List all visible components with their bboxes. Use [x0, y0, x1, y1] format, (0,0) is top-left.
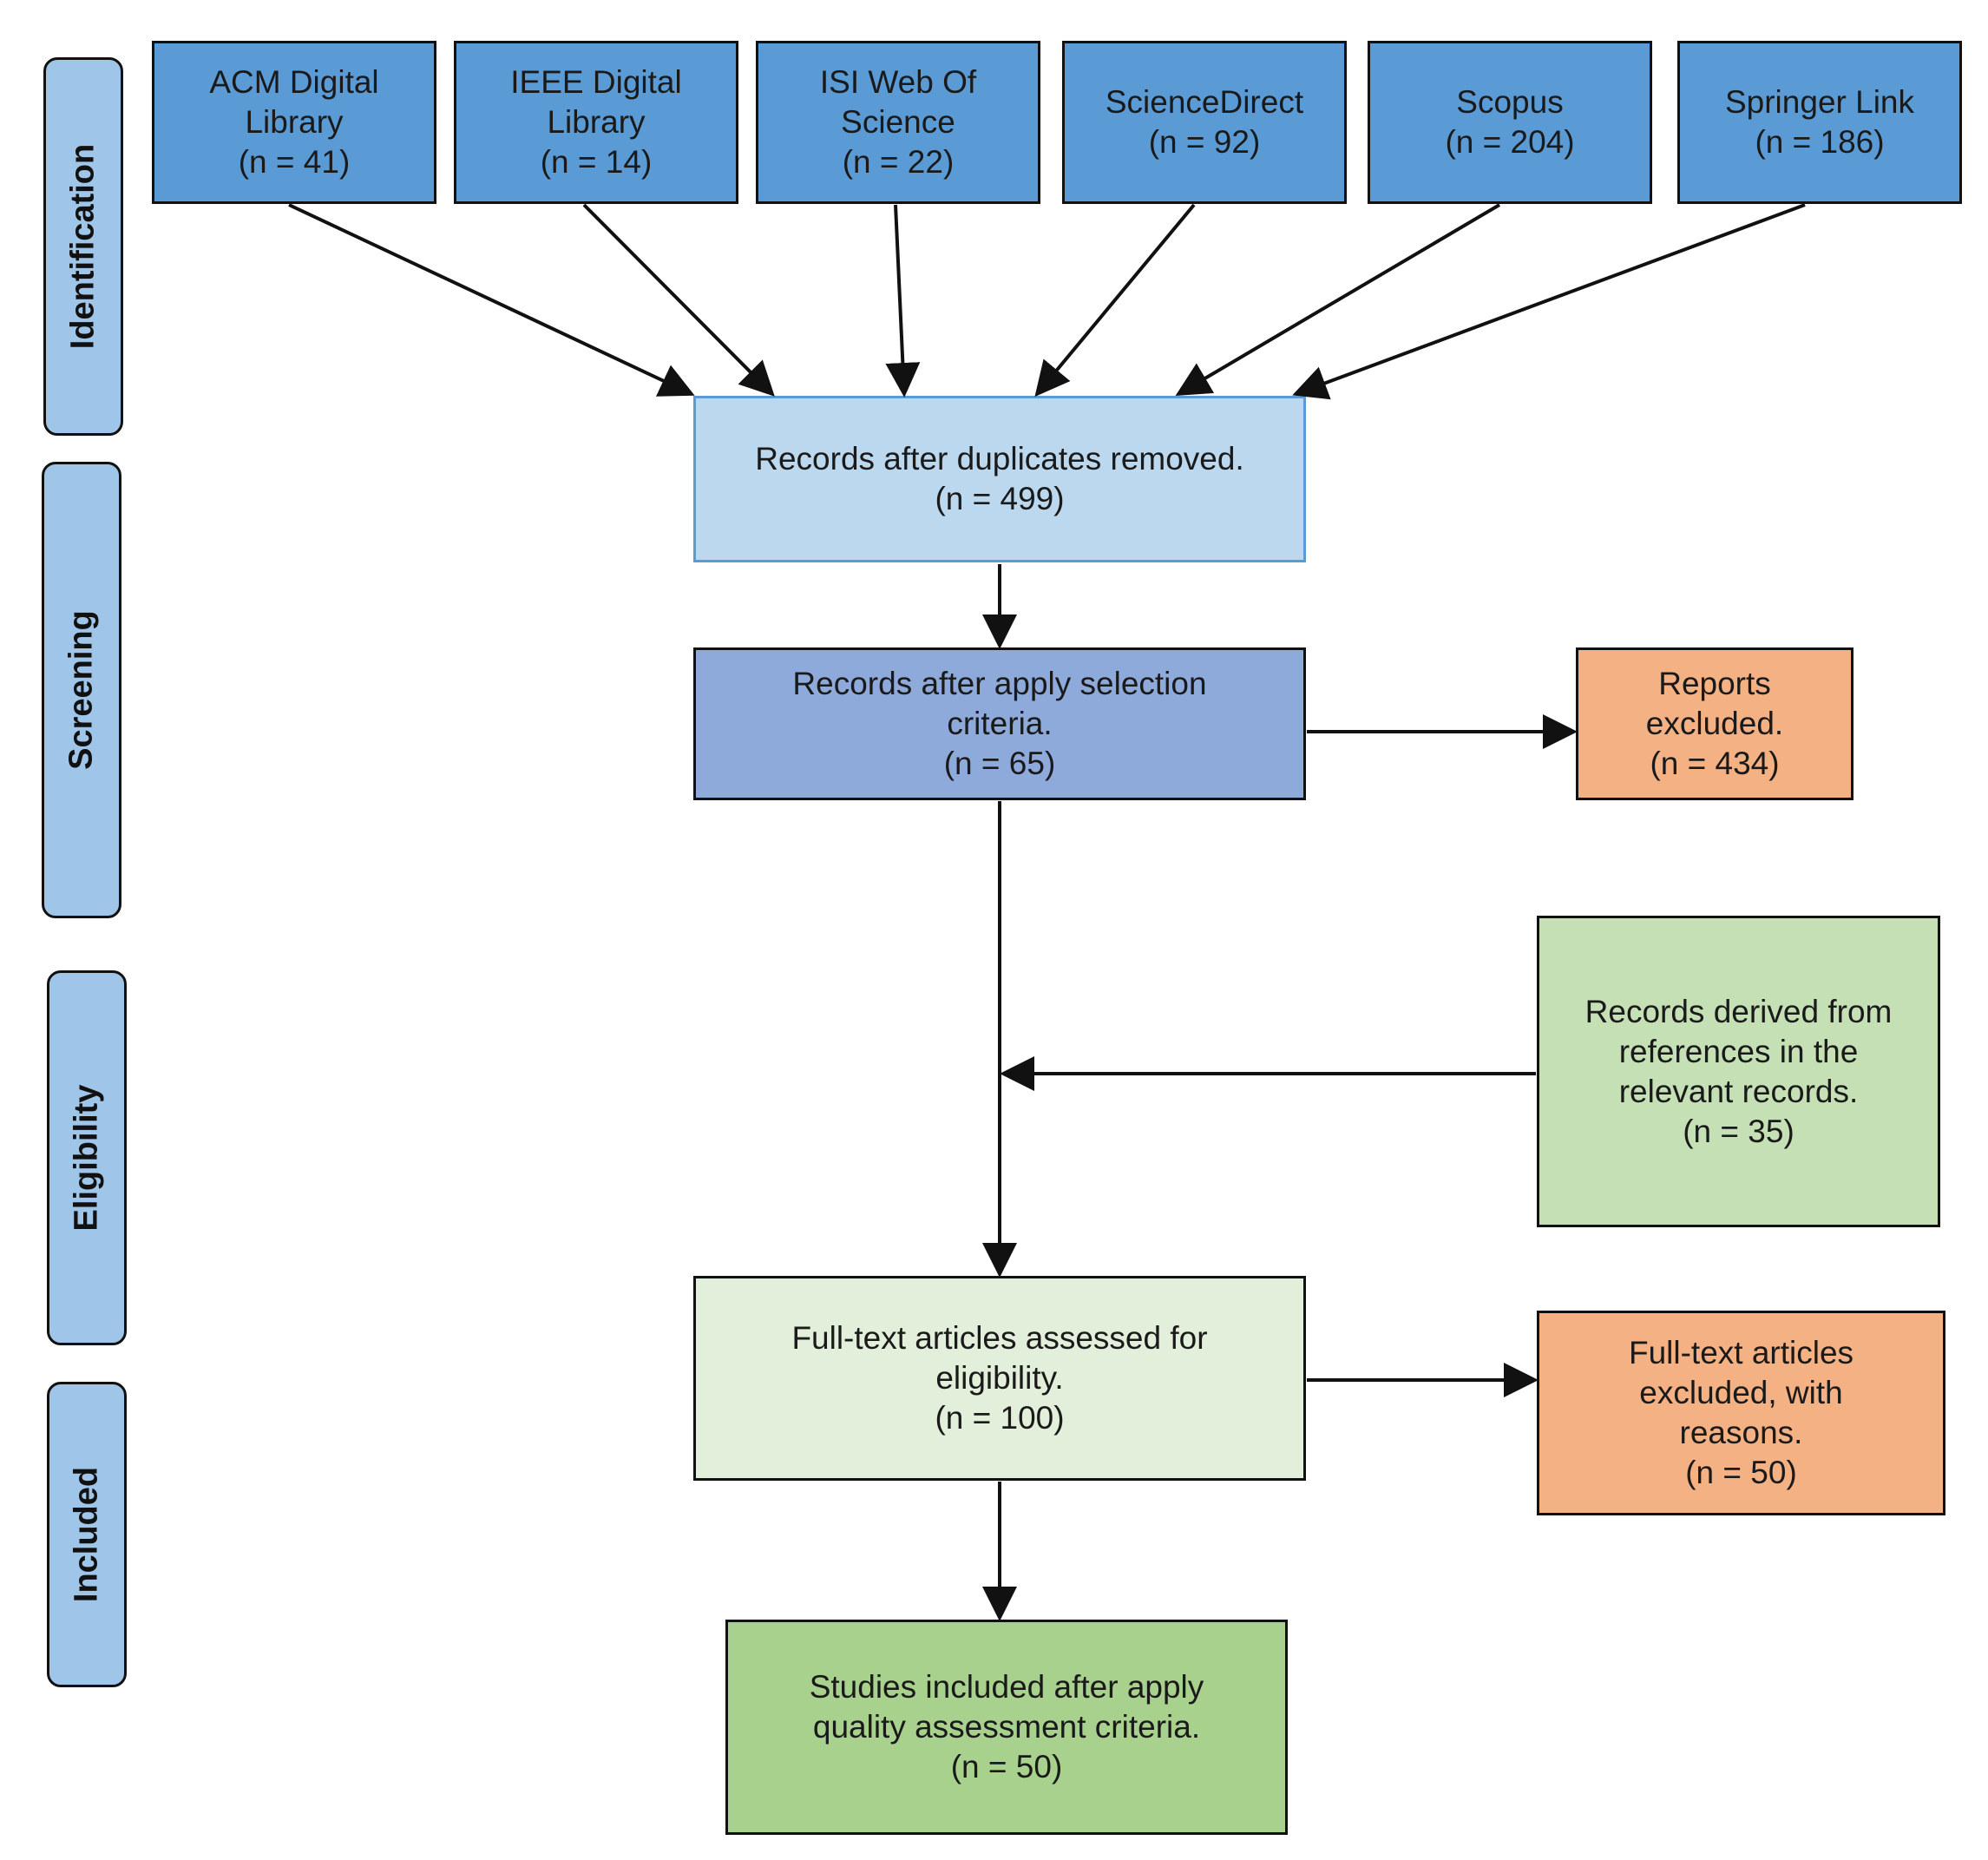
box-line: Records after duplicates removed. — [755, 441, 1244, 477]
arrow-springer-to-dedup — [1292, 203, 1806, 400]
source-box-sciencedirect: ScienceDirect (n = 92) — [1062, 41, 1347, 204]
box-line: Library — [245, 104, 344, 140]
selection-criteria-box: Records after apply selection criteria. … — [693, 647, 1306, 800]
box-line: Records after apply selection — [792, 666, 1207, 701]
box-line: (n = 65) — [943, 746, 1056, 781]
box-line: criteria. — [947, 706, 1053, 741]
reports-excluded-box: Reports excluded. (n = 434) — [1576, 647, 1853, 800]
box-line: eligibility. — [935, 1360, 1064, 1396]
arrow-sciencedirect-to-dedup — [1034, 203, 1196, 398]
derived-records-box: Records derived from references in the r… — [1537, 916, 1940, 1227]
box-line: reasons. — [1679, 1415, 1803, 1450]
box-line: (n = 14) — [540, 144, 653, 180]
box-line: ScienceDirect — [1105, 84, 1304, 120]
box-line: (n = 204) — [1445, 124, 1575, 160]
stage-label-identification: Identification — [43, 57, 123, 436]
studies-included-box: Studies included after apply quality ass… — [725, 1620, 1288, 1835]
source-box-acm: ACM Digital Library (n = 41) — [152, 41, 436, 204]
box-line: ACM Digital — [209, 64, 379, 100]
source-box-scopus: Scopus (n = 204) — [1368, 41, 1652, 204]
box-line: (n = 499) — [935, 481, 1065, 516]
arrow-acm-to-dedup — [288, 203, 695, 397]
box-line: Springer Link — [1724, 84, 1914, 120]
box-line: (n = 186) — [1755, 124, 1885, 160]
box-line: Science — [841, 104, 955, 140]
stage-label-eligibility: Eligibility — [47, 970, 127, 1345]
source-box-ieee: IEEE Digital Library (n = 14) — [454, 41, 738, 204]
source-box-isi: ISI Web Of Science (n = 22) — [756, 41, 1040, 204]
box-line: (n = 50) — [950, 1749, 1063, 1784]
box-line: Full-text articles — [1628, 1335, 1854, 1370]
arrow-scopus-to-dedup — [1175, 203, 1501, 397]
box-line: Studies included after apply — [809, 1669, 1204, 1705]
box-line: Records derived from — [1584, 993, 1893, 1029]
box-line: (n = 50) — [1685, 1455, 1797, 1490]
arrow-ieee-to-dedup — [582, 203, 775, 397]
box-line: IEEE Digital — [510, 64, 682, 100]
stage-label-included: Included — [47, 1382, 127, 1687]
dedup-records-box: Records after duplicates removed. (n = 4… — [693, 396, 1306, 562]
box-line: Full-text articles assessed for — [791, 1320, 1208, 1356]
box-line: (n = 100) — [935, 1400, 1065, 1436]
arrow-isi-to-dedup — [885, 204, 921, 398]
box-line: (n = 35) — [1683, 1113, 1794, 1149]
box-line: (n = 22) — [842, 144, 955, 180]
box-line: (n = 434) — [1650, 746, 1780, 781]
box-line: relevant records. — [1618, 1073, 1859, 1109]
box-line: excluded, with — [1639, 1375, 1843, 1410]
stage-label-screening: Screening — [42, 462, 121, 918]
box-line: (n = 92) — [1148, 124, 1261, 160]
box-line: quality assessment criteria. — [812, 1709, 1201, 1745]
box-line: Reports — [1658, 666, 1771, 701]
source-box-springer: Springer Link (n = 186) — [1677, 41, 1962, 204]
box-line: references in the — [1618, 1033, 1859, 1069]
box-line: Scopus — [1456, 84, 1564, 120]
box-line: Library — [547, 104, 646, 140]
fulltext-excluded-box: Full-text articles excluded, with reason… — [1537, 1311, 1945, 1515]
fulltext-assessed-box: Full-text articles assessed for eligibil… — [693, 1276, 1306, 1481]
box-line: ISI Web Of — [819, 64, 977, 100]
box-line: excluded. — [1645, 706, 1784, 741]
box-line: (n = 41) — [238, 144, 351, 180]
